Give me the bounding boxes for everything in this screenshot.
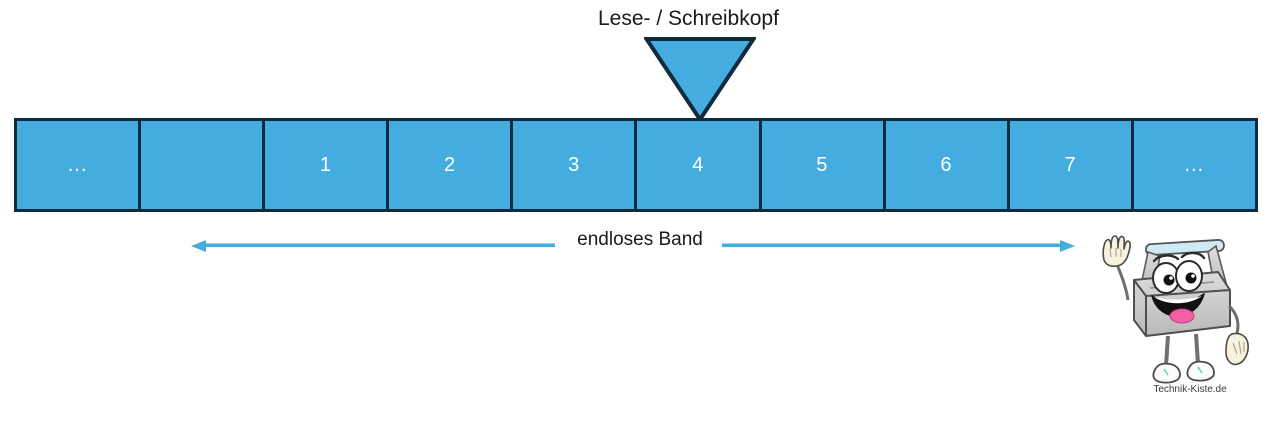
tape-cell[interactable]: 1 bbox=[265, 121, 390, 209]
tape-cell[interactable]: 2 bbox=[389, 121, 514, 209]
tape-cell[interactable]: 5 bbox=[761, 121, 886, 209]
mascot-caption: Technik-Kiste.de bbox=[1153, 384, 1227, 395]
tape-cell[interactable] bbox=[141, 121, 266, 209]
tape-cell-value: ... bbox=[67, 154, 88, 176]
tape-cell-value: 6 bbox=[940, 154, 953, 176]
read-write-head-label: Lese- / Schreibkopf bbox=[598, 7, 779, 30]
tape-cell-value: 5 bbox=[816, 154, 828, 176]
double-headed-arrow-icon bbox=[191, 240, 1075, 252]
tape-strip: ... 1 2 3 4 5 6 7 ... bbox=[14, 118, 1258, 212]
tape-cell[interactable]: 7 bbox=[1009, 121, 1134, 209]
endless-band-label: endloses Band bbox=[577, 229, 703, 250]
tape-cell[interactable]: 6 bbox=[885, 121, 1010, 209]
tape-cell-value: 1 bbox=[319, 154, 332, 176]
tape-cell-value: 3 bbox=[568, 154, 580, 176]
tape-cell[interactable]: ... bbox=[1133, 121, 1255, 209]
tape-cell-value: 2 bbox=[444, 154, 456, 176]
tape-cell[interactable]: 3 bbox=[513, 121, 638, 209]
tape-cell[interactable]: ... bbox=[17, 121, 142, 209]
tape-cell-value: 4 bbox=[692, 154, 704, 176]
tape-cell-active[interactable]: 4 bbox=[637, 121, 762, 209]
read-write-head-triangle-icon bbox=[644, 37, 756, 122]
toolbox-mascot-icon bbox=[1102, 235, 1249, 384]
endless-band-annotation: endloses Band bbox=[0, 228, 1280, 268]
tape-cell-value: 7 bbox=[1064, 154, 1077, 176]
tape-cell-value: ... bbox=[1184, 154, 1205, 176]
